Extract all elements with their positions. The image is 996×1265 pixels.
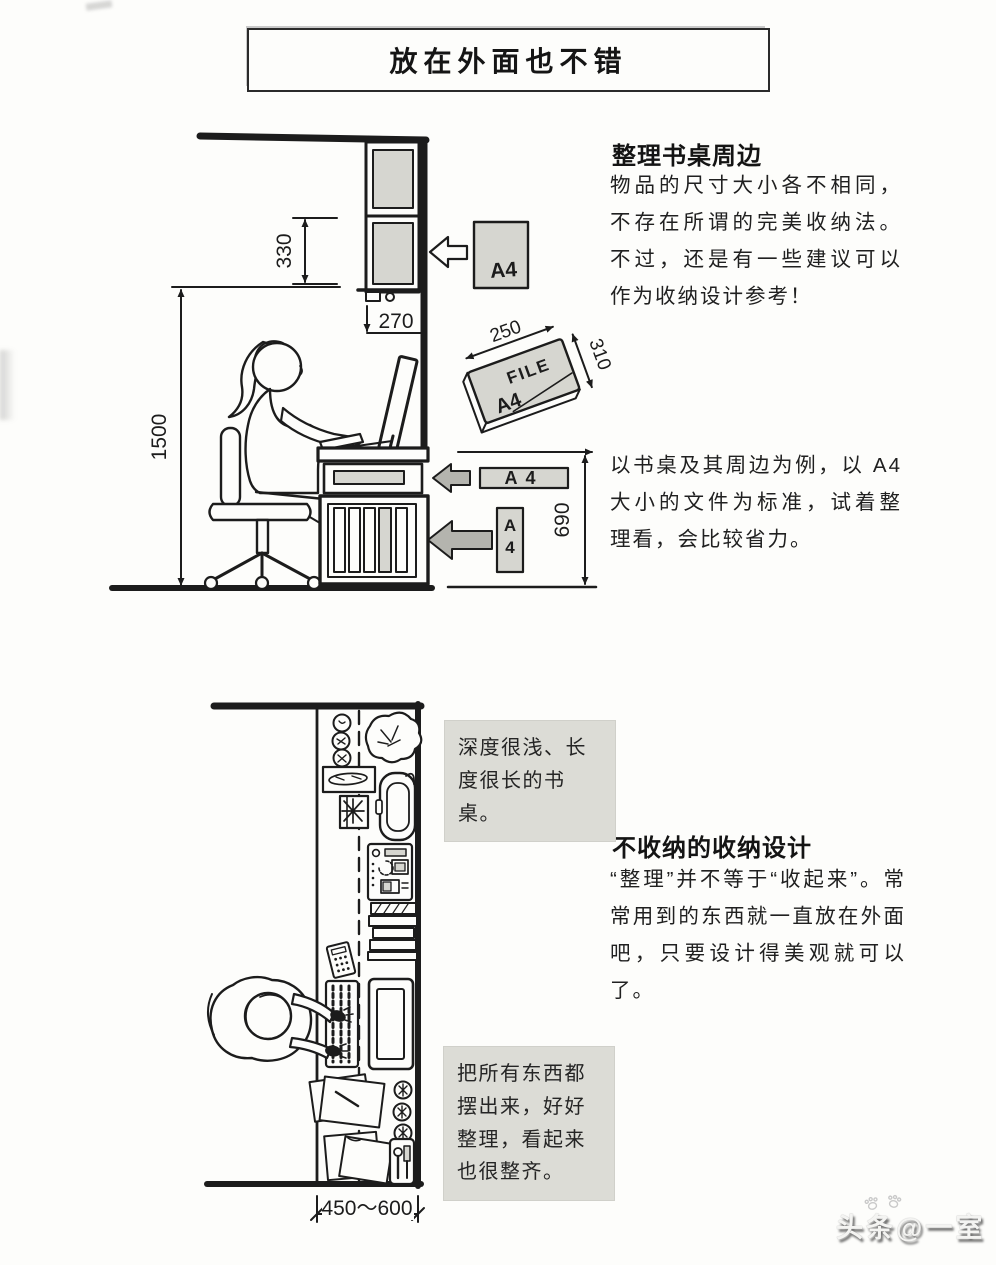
- gift-box-top-view: [338, 794, 370, 830]
- a4-upright-label-top: A: [504, 516, 516, 535]
- dim-330-label: 330: [273, 233, 296, 268]
- a4-upright-bar: [495, 506, 525, 574]
- a4-sheet-label: A4: [489, 258, 518, 283]
- caster-wheel: [254, 575, 270, 591]
- section2-paragraph: “整理”并不等于“收起来”。常常用到的东西就一直放在外面吧，只要设计得美观就可以…: [610, 868, 906, 1002]
- arrow-left-gray-icon: [427, 520, 493, 560]
- dim-250-label: 250: [487, 316, 524, 347]
- hand: [325, 1045, 341, 1057]
- dimension-310: 310: [571, 333, 615, 389]
- a4-flat-item: A4: [432, 463, 570, 493]
- section1-paragraph: 物品的尺寸大小各不相同，不存在所谓的完美收纳法。不过，还是有一些建议可以作为收纳…: [610, 174, 902, 308]
- section1-heading: 整理书桌周边: [612, 143, 762, 170]
- chair-legs: [211, 551, 314, 582]
- head: [243, 991, 293, 1041]
- dim-690-label: 690: [551, 502, 574, 537]
- person-top-view: [207, 975, 354, 1062]
- wall-top-line: [196, 132, 430, 144]
- arrow-left-gray-icon: [432, 463, 471, 493]
- section1-paragraph2: 以书桌及其周边为例，以 A4 大小的文件为标准，试着整理看，会比较省力。: [610, 454, 902, 551]
- torso: [244, 387, 332, 495]
- monitor-top-view: [367, 977, 415, 1071]
- file-spine: [378, 507, 392, 573]
- pen-tray-top-view: [321, 765, 377, 794]
- head: [251, 341, 303, 393]
- shelf-door-upper: [372, 149, 414, 209]
- a4-upright-label-bottom: 4: [505, 538, 515, 557]
- a4-flat-bar: [478, 466, 570, 490]
- desk-side-view: [316, 355, 430, 586]
- monitor: [377, 355, 419, 453]
- arrow-left-outline-icon: [428, 235, 469, 269]
- dim-450-600-label: 450～600: [321, 1197, 412, 1220]
- chair-column: [255, 518, 270, 555]
- dim-1500-label: 1500: [148, 414, 171, 461]
- dim-270-label: 270: [378, 310, 413, 333]
- a4-upright-item: A 4: [427, 506, 525, 574]
- callout-lay-everything-out: 把所有东西都摆出来，好好整理，看起来也很整齐。: [443, 1046, 615, 1202]
- pen-cup-top-view: [388, 1137, 416, 1186]
- shelf-knob: [385, 292, 395, 302]
- hand: [330, 1010, 346, 1022]
- dimension-330: 330: [273, 217, 338, 285]
- page-title: 放在外面也不错: [389, 46, 628, 77]
- kettle-top-view: [375, 771, 417, 842]
- dimension-450-600: 450～600: [310, 1195, 425, 1223]
- book-stack-top-view: [367, 902, 418, 961]
- hair-lines: [245, 993, 283, 1040]
- dimension-270: 270: [363, 305, 427, 334]
- tape-rolls-top-view: [392, 1080, 413, 1143]
- arm-upper: [290, 992, 336, 1024]
- file-binder-item: FILE A4 250 310: [462, 316, 615, 434]
- a4-sheet: [472, 220, 530, 290]
- shelf-door-lower: [372, 222, 414, 285]
- section2-heading: 不收纳的收纳设计: [612, 835, 812, 862]
- caster-wheel: [203, 575, 219, 591]
- arm-lower: [288, 1036, 333, 1060]
- file-spine: [333, 507, 346, 573]
- papers2-top-view: [323, 1130, 394, 1185]
- papers-top-view: [308, 1073, 386, 1129]
- wall-shelf: [356, 140, 423, 302]
- paw-prints-icon: [864, 1194, 902, 1210]
- drawer-slot: [333, 470, 405, 485]
- file-spine: [363, 507, 376, 573]
- desk-tabletop: [316, 446, 430, 463]
- plan-view-diagram: 450～600: [204, 701, 425, 1223]
- dimension-690: 690: [446, 448, 598, 589]
- chair-seat: [208, 502, 312, 522]
- title-box: 放在外面也不错: [247, 28, 770, 92]
- file-spine: [395, 507, 408, 573]
- pen: [334, 1090, 360, 1108]
- file-spine: [348, 507, 361, 573]
- calculator-top-view: [325, 941, 357, 979]
- watermark-text: 头条@一室: [836, 1213, 986, 1243]
- callout-shallow-desk: 深度很浅、长度很长的书桌。: [444, 720, 616, 843]
- hair-line: [254, 340, 284, 358]
- scan-smudge: [0, 350, 15, 420]
- paper-on-desk: [349, 440, 393, 448]
- a4-sheet-item: A4: [428, 220, 530, 290]
- stationery-panel-top-view: [366, 842, 414, 902]
- nose-line: [299, 365, 303, 376]
- dimension-1500: 1500: [148, 286, 341, 586]
- a4-flat-label: A4: [504, 468, 543, 488]
- side-view-diagram: 330 1500 270 A4: [109, 132, 615, 591]
- chair-edge: [207, 993, 215, 1036]
- cups-top-view: [331, 713, 352, 768]
- chair-backrest: [219, 426, 242, 508]
- caster-wheel: [306, 575, 322, 591]
- dim-310-label: 310: [584, 336, 615, 373]
- shelf-bracket: [365, 291, 381, 302]
- potted-plant-top-view: [364, 711, 423, 764]
